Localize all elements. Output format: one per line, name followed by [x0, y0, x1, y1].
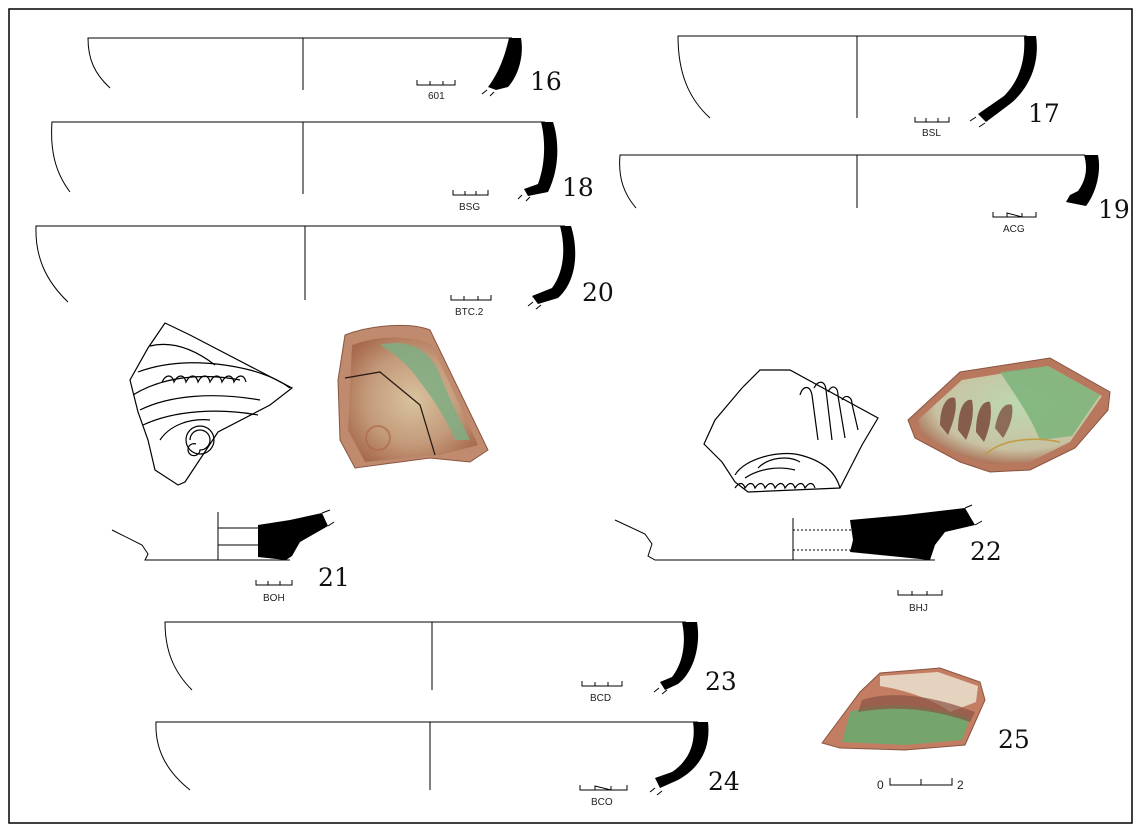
rim-section-18 [524, 122, 558, 196]
sherd-25-photo [821, 667, 986, 751]
vessel-code-17: BSL [922, 128, 941, 139]
sherd-21-photo [337, 324, 489, 469]
vessel-18 [51, 121, 558, 202]
scale-bar-start: 0 [877, 778, 884, 792]
vessel-16 [87, 37, 522, 97]
vessel-number-19: 19 [1098, 195, 1130, 224]
sherd-22-drawing [703, 369, 879, 493]
vessel-code-19: ACG [1003, 224, 1025, 235]
vessel-code-20: BTC.2 [455, 307, 484, 318]
rim-section-20 [532, 226, 576, 304]
scale-bar-25 [889, 778, 953, 786]
section-22-profile [850, 508, 975, 560]
sherd-22-photo [907, 357, 1111, 473]
vessel-code-18: BSG [459, 202, 480, 213]
vessel-code-24: BCO [591, 797, 613, 808]
vessel-number-21: 21 [318, 563, 350, 592]
vessel-20 [35, 225, 576, 310]
scale-bar-end: 2 [957, 778, 964, 792]
vessel-code-21: BOH [263, 593, 285, 604]
vessel-number-23: 23 [705, 667, 737, 696]
vessel-number-16: 16 [530, 67, 562, 96]
vessel-code-16: 601 [428, 91, 445, 102]
vessel-number-20: 20 [582, 278, 614, 307]
section-21-profile [258, 513, 328, 560]
rim-section-19 [1066, 155, 1100, 206]
vessel-24 [155, 721, 709, 796]
plate-frame [8, 8, 1133, 824]
vessel-number-24: 24 [708, 767, 740, 796]
vessel-number-18: 18 [562, 173, 594, 202]
rim-section-24 [655, 722, 709, 788]
section-21 [111, 509, 335, 586]
vessel-number-17: 17 [1028, 99, 1060, 128]
sherd-21-drawing [129, 322, 294, 486]
rim-section-17 [978, 36, 1037, 122]
vessel-23 [164, 621, 699, 695]
section-22 [614, 504, 983, 596]
vessel-17 [677, 35, 1037, 128]
vessel-number-22: 22 [970, 537, 1002, 566]
rim-section-23 [660, 622, 699, 690]
vessel-code-23: BCD [590, 693, 611, 704]
vessel-19 [619, 154, 1100, 218]
rim-section-16 [488, 38, 522, 90]
vessel-number-25: 25 [998, 725, 1030, 754]
vessel-code-22: BHJ [909, 603, 928, 614]
